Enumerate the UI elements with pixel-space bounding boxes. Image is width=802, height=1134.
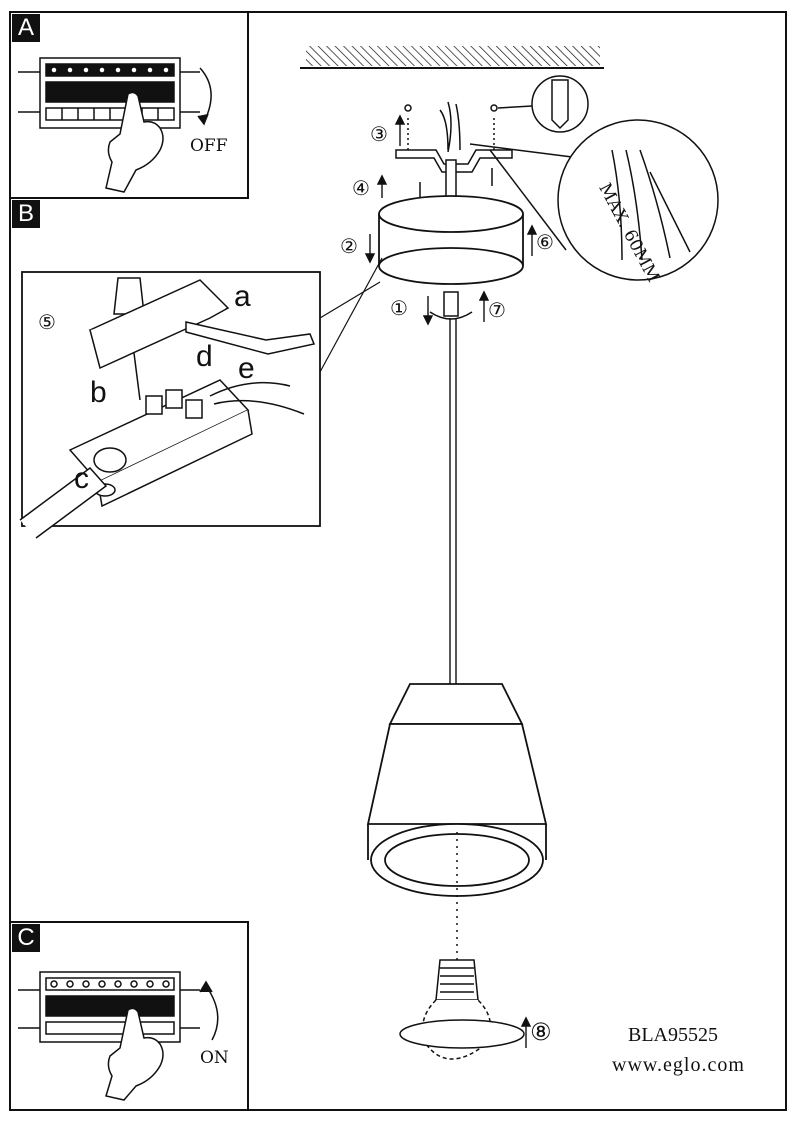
section-label-a: A <box>12 14 40 42</box>
ceiling-hatch <box>306 46 600 66</box>
step-3: ③ <box>370 122 388 146</box>
step-1: ① <box>390 296 408 320</box>
ceiling-canopy <box>378 195 524 285</box>
step-8: ⑧ <box>530 1018 552 1046</box>
substep-c: c <box>74 462 89 495</box>
panel-c-frame <box>9 921 249 1111</box>
section-label-c: C <box>12 924 40 952</box>
cable-length-detail <box>469 119 719 281</box>
website-url: www.eglo.com <box>612 1054 745 1076</box>
substep-b: b <box>90 376 107 409</box>
hand-icon <box>105 1007 164 1101</box>
outer-frame <box>9 11 787 1111</box>
step-6: ⑥ <box>536 230 554 254</box>
breaker-panel-a <box>18 57 200 129</box>
switch-on-label: ON <box>200 1048 229 1068</box>
rotate-on-arrow-icon <box>199 980 219 1041</box>
substep-e: e <box>238 352 255 385</box>
detail-inset-frame <box>21 271 321 527</box>
substep-a: a <box>234 280 251 313</box>
rotate-off-arrow-icon <box>197 67 212 126</box>
light-bulb-icon <box>399 959 525 1060</box>
step-7: ⑦ <box>488 298 506 322</box>
step-4: ④ <box>352 176 370 200</box>
wall-plug-icon <box>497 75 589 133</box>
switch-off-label: OFF <box>190 136 228 156</box>
cord-grip <box>429 291 473 320</box>
step-5: ⑤ <box>38 310 56 334</box>
mounting-bracket <box>395 101 513 201</box>
substep-d: d <box>196 340 213 373</box>
step-arrows <box>364 114 538 1048</box>
model-number: BLA95525 <box>628 1024 718 1046</box>
hand-icon <box>105 91 164 193</box>
lamp-shade <box>366 683 548 897</box>
section-label-b: B <box>12 200 40 228</box>
step-2: ② <box>340 234 358 258</box>
breaker-panel-c <box>18 971 200 1043</box>
terminal-block-detail <box>19 277 316 539</box>
panel-a-frame <box>9 11 249 199</box>
